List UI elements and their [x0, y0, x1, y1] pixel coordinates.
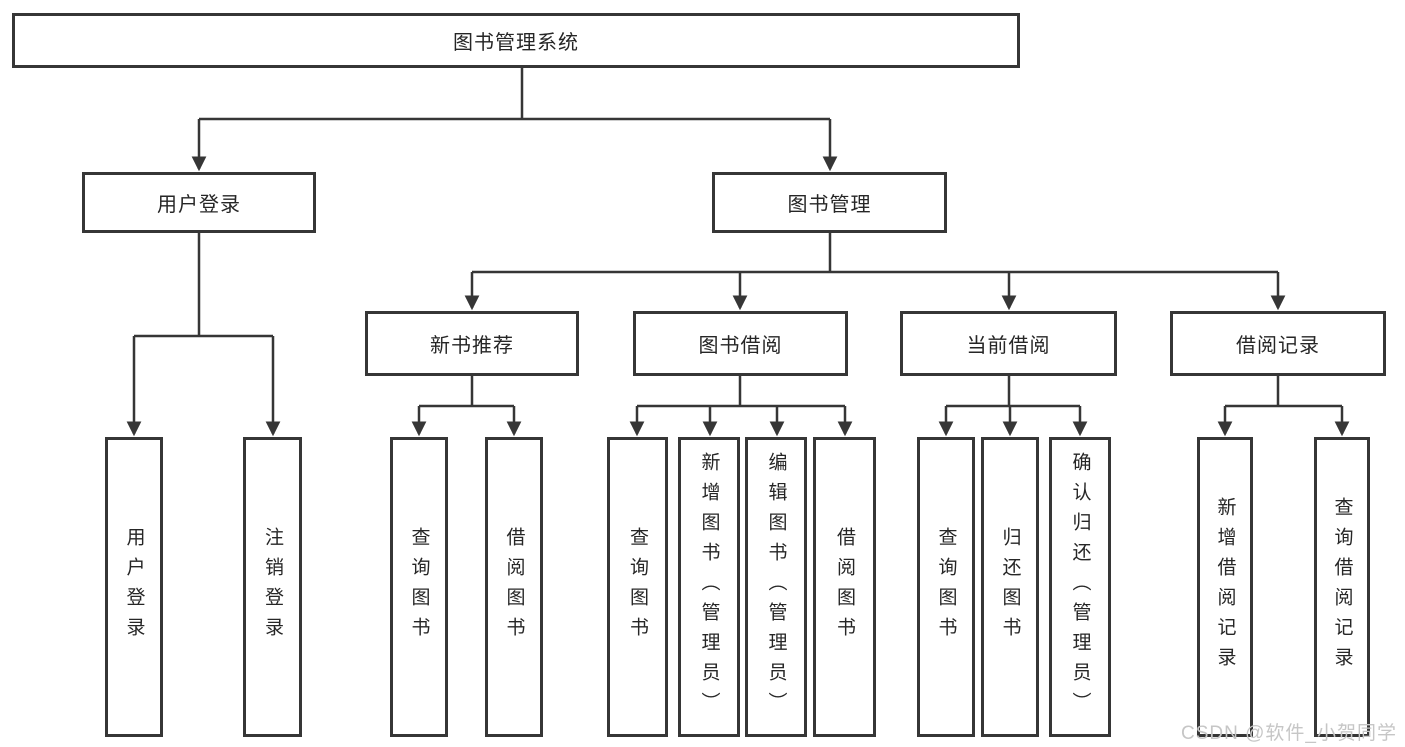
- leaf-borrow-books: 借阅图书: [813, 437, 876, 737]
- node-book-borrow: 图书借阅: [633, 311, 848, 376]
- leaf-confirm-return-admin: 确认归还（管理员）: [1049, 437, 1111, 737]
- node-user-login: 用户登录: [82, 172, 316, 233]
- leaf-query-books-borrow: 查询图书: [607, 437, 668, 737]
- connector-user-login: [134, 233, 273, 338]
- watermark-text: CSDN @软件_小贺同学: [1181, 723, 1397, 744]
- leaf-borrow-books-recommend: 借阅图书: [485, 437, 543, 737]
- leaf-query-books-recommend: 查询图书: [390, 437, 448, 737]
- connector-borrow-records: [1225, 375, 1342, 408]
- connector-root: [199, 68, 830, 121]
- node-root: 图书管理系统: [12, 13, 1020, 68]
- connector-book-mgmt: [472, 233, 1278, 274]
- leaf-edit-books-admin: 编辑图书（管理员）: [745, 437, 807, 737]
- connector-new-book: [419, 375, 514, 408]
- leaf-logout: 注销登录: [243, 437, 302, 737]
- connector-current-borrow: [946, 375, 1080, 408]
- node-new-book-recommend: 新书推荐: [365, 311, 579, 376]
- leaf-return-books: 归还图书: [981, 437, 1039, 737]
- node-current-borrow: 当前借阅: [900, 311, 1117, 376]
- leaf-query-books-current: 查询图书: [917, 437, 975, 737]
- leaf-add-borrow-record: 新增借阅记录: [1197, 437, 1253, 737]
- leaf-query-borrow-record: 查询借阅记录: [1314, 437, 1370, 737]
- node-borrow-records: 借阅记录: [1170, 311, 1386, 376]
- leaf-user-login: 用户登录: [105, 437, 163, 737]
- node-book-management: 图书管理: [712, 172, 947, 233]
- leaf-add-books-admin: 新增图书（管理员）: [678, 437, 740, 737]
- connector-book-borrow: [637, 375, 845, 408]
